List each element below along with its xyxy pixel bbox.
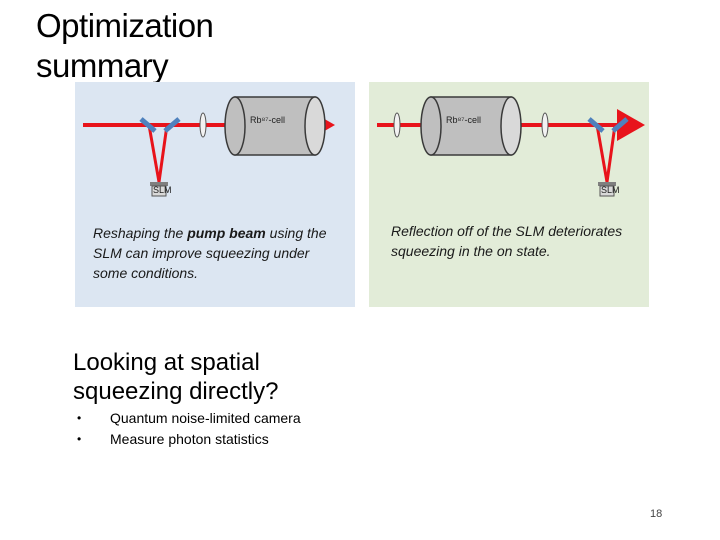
mirror-icon xyxy=(587,117,629,133)
lens-icon xyxy=(541,112,549,138)
left-caption-bold: pump beam xyxy=(187,225,266,241)
slm-label: SLM xyxy=(153,185,172,195)
left-caption: Reshaping the pump beam using the SLM ca… xyxy=(93,223,343,283)
left-caption-after: using the SLM can improve squeezing unde… xyxy=(93,225,327,281)
mirror-icon xyxy=(139,117,181,133)
cell-label: Rb⁸⁷-cell xyxy=(250,115,285,125)
right-setup-diagram: Rb⁸⁷-cell SLM xyxy=(377,96,645,197)
rb-cell-icon: Rb⁸⁷-cell xyxy=(420,96,522,156)
list-item: • Measure photon statistics xyxy=(75,429,301,450)
bullet-list: • Quantum noise-limited camera • Measure… xyxy=(75,408,301,450)
bullet-icon: • xyxy=(77,411,82,425)
left-caption-before: Reshaping the xyxy=(93,225,188,241)
bullet-icon: • xyxy=(77,432,82,446)
lens-icon xyxy=(393,112,401,138)
left-setup-diagram: Rb⁸⁷-cell SLM xyxy=(83,96,335,197)
left-panel: Rb⁸⁷-cell SLM Reshaping the pump beam us… xyxy=(75,82,355,307)
bullet-text: Quantum noise-limited camera xyxy=(110,410,301,426)
right-caption: Reflection off of the SLM deteriorates s… xyxy=(391,223,623,259)
slide-title: Optimization summary xyxy=(36,7,214,84)
page-number: 18 xyxy=(650,508,663,520)
section-heading: Looking at spatial squeezing directly? xyxy=(73,349,279,405)
lens-icon xyxy=(199,112,207,138)
cell-label: Rb⁸⁷-cell xyxy=(446,115,481,125)
slm-label: SLM xyxy=(601,185,620,195)
slm-icon: SLM xyxy=(598,182,620,197)
list-item: • Quantum noise-limited camera xyxy=(75,408,301,429)
slm-icon: SLM xyxy=(150,182,172,197)
right-panel: Rb⁸⁷-cell SLM Reflection off of the SLM … xyxy=(369,82,649,307)
bullet-text: Measure photon statistics xyxy=(110,431,269,447)
rb-cell-icon: Rb⁸⁷-cell xyxy=(224,96,326,156)
